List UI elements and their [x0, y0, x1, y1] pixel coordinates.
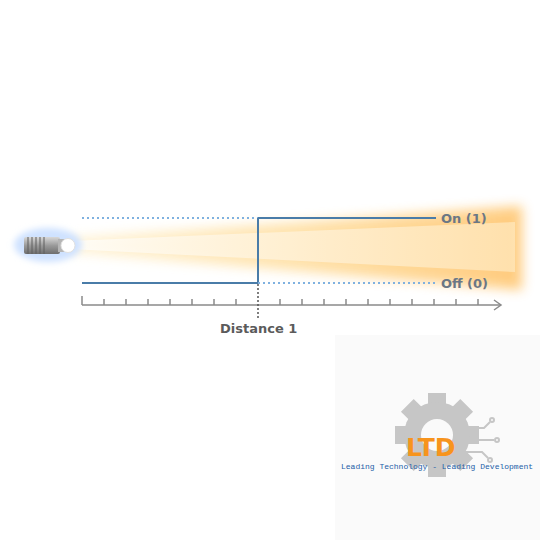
sensor-symbol	[14, 228, 82, 262]
sensor-thread	[28, 237, 44, 254]
distance-marker	[257, 284, 259, 318]
on-level-dotted	[82, 217, 258, 219]
distance-label: Distance 1	[220, 321, 297, 336]
light-beam	[68, 206, 522, 290]
signal-trace	[82, 218, 436, 283]
off-level	[82, 282, 258, 284]
logo	[335, 335, 540, 540]
sensor-lens	[61, 239, 75, 253]
axis-arrow	[494, 300, 501, 310]
on-level	[258, 217, 436, 219]
state-label: On (1)	[441, 211, 487, 226]
axis-ticks	[82, 296, 478, 305]
beam-glow	[68, 206, 522, 290]
circuit-lines	[464, 418, 499, 462]
logo-mark: LTD	[406, 433, 456, 462]
axis-line	[82, 304, 500, 306]
beam-core	[70, 222, 515, 272]
distance-axis	[82, 284, 501, 318]
logo-tagline: Leading Technology - Leading Development	[341, 462, 533, 471]
sensor-body	[24, 237, 60, 254]
state-label: Off (0)	[441, 276, 488, 291]
sensor-glow	[14, 228, 82, 262]
off-level-dotted	[258, 282, 436, 284]
logo-panel	[335, 335, 540, 540]
signal-edge	[257, 218, 259, 283]
